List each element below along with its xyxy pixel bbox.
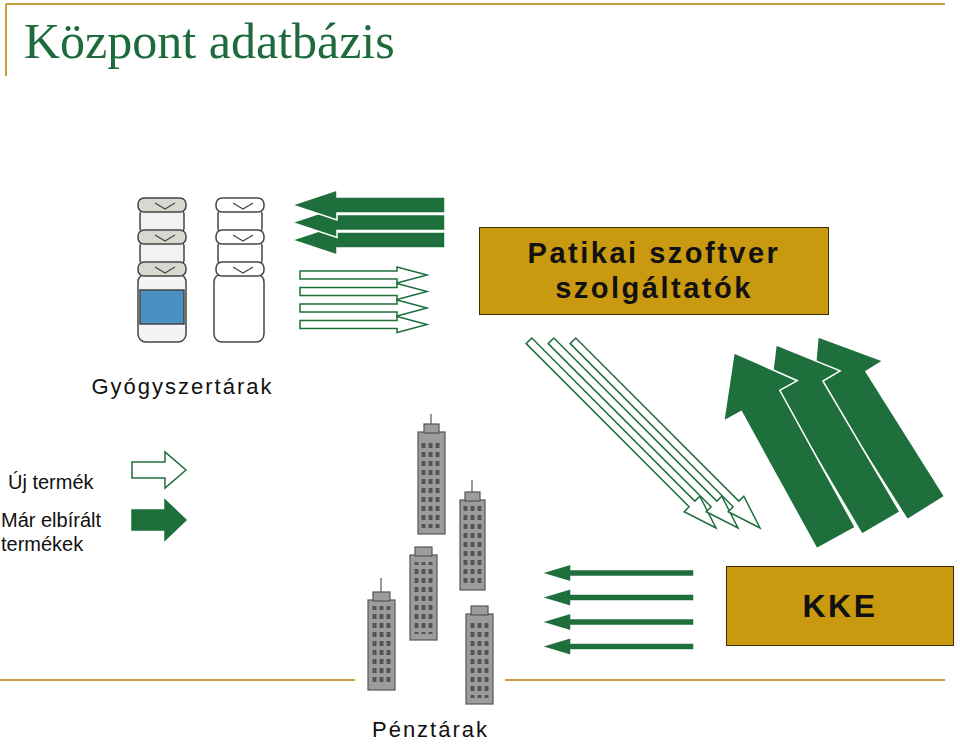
box-label: KKE	[802, 587, 877, 625]
arrow-shape	[526, 338, 716, 528]
legend-arrow-new	[132, 452, 186, 488]
flow-arrows	[541, 564, 694, 656]
title: Központ adatbázis	[24, 12, 395, 70]
arrow-shape	[548, 338, 738, 528]
arrow-shape	[724, 353, 856, 549]
pharmacy-group: Gyógyszertárak	[75, 188, 290, 400]
kke-box: KKE	[726, 566, 954, 646]
flow-arrows	[292, 190, 445, 255]
arrow-shape	[300, 284, 427, 300]
arrow-shape	[541, 589, 694, 607]
group-caption: Gyógyszertárak	[91, 374, 273, 400]
arrow-shape	[541, 638, 694, 656]
arrow-shape	[300, 300, 427, 316]
box-label: Patikai szoftver szolgáltatók	[492, 236, 816, 306]
arrow-shape	[541, 613, 694, 631]
flow-arrows	[724, 337, 945, 549]
arrow-shape	[300, 267, 427, 283]
arrow-shape	[541, 564, 694, 582]
legend-arrow-judged	[132, 500, 186, 540]
legend-text: Új termék	[8, 470, 128, 494]
group-caption: Pénztárak	[372, 717, 489, 743]
arrow-shape	[292, 190, 445, 220]
provider-box: Patikai szoftver szolgáltatók	[479, 227, 829, 315]
flow-arrows	[526, 338, 760, 528]
legend-text: Már elbírált termékek	[1, 508, 119, 556]
fund-group: Pénztárak	[358, 412, 503, 743]
arrow-shape	[300, 317, 427, 333]
flow-arrows	[300, 267, 427, 333]
